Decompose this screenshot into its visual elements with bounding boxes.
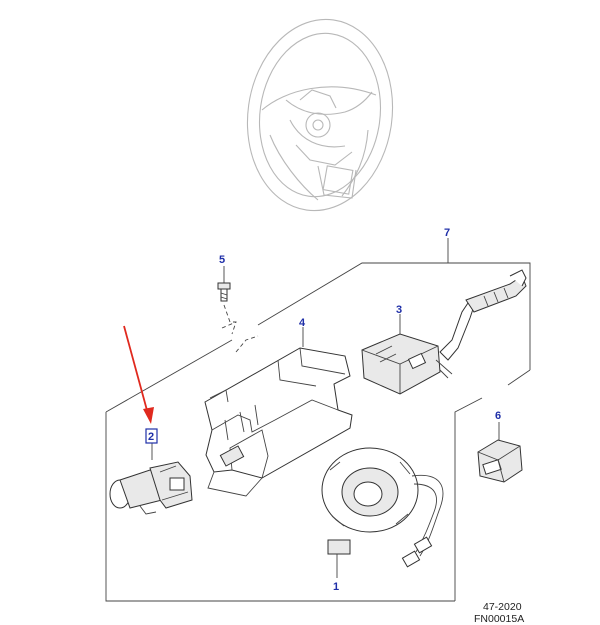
section-reference: 47-2020 — [483, 601, 522, 613]
callout-7: 7 — [444, 227, 450, 239]
callout-2-highlight: 2 — [145, 428, 158, 444]
steering-wheel-illustration — [246, 18, 394, 212]
control-module-part — [361, 314, 441, 395]
red-pointer-arrow — [123, 325, 154, 424]
wiper-switch-part — [435, 269, 527, 379]
callout-5: 5 — [219, 254, 225, 266]
clockspring-part — [321, 447, 444, 578]
screw-part — [217, 266, 259, 353]
switch-part — [477, 422, 523, 483]
light-switch-part — [109, 443, 193, 515]
figure-reference: FN00015A — [474, 613, 524, 625]
bracket-part — [204, 327, 353, 497]
callout-6: 6 — [495, 410, 501, 422]
callout-3: 3 — [396, 304, 402, 316]
assembly-frame — [105, 238, 531, 602]
callout-2: 2 — [148, 431, 154, 443]
callout-4: 4 — [299, 317, 306, 329]
callout-1: 1 — [333, 581, 339, 593]
